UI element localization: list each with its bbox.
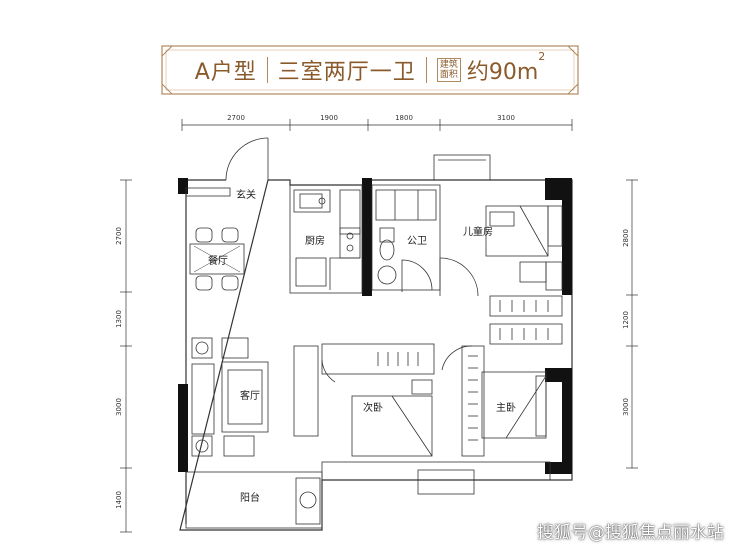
kitchen-area	[289, 184, 363, 294]
title-banner: A户型 三室两厅一卫 建筑 面积 约90m2	[160, 44, 580, 96]
room-label-living: 客厅	[240, 389, 260, 402]
area-value: 约90m2	[466, 50, 545, 86]
dim-top-2: 1900	[320, 114, 338, 122]
layout-type: 三室两厅一卫	[277, 60, 416, 85]
area-unit-superscript: 2	[538, 50, 546, 63]
exterior-walls	[179, 179, 573, 531]
room-label-child-room: 儿童房	[463, 225, 493, 238]
second-bedroom-furniture	[321, 343, 435, 457]
area-tag-line2: 面积	[439, 70, 458, 80]
dimension-lines	[120, 119, 638, 533]
room-label-kitchen: 厨房	[305, 234, 325, 247]
dim-left-2: 1300	[115, 310, 123, 328]
balcony-area	[185, 461, 551, 529]
room-label-dining: 餐厅	[208, 254, 228, 267]
dim-left-4: 1400	[115, 491, 123, 509]
entrance-door	[225, 137, 269, 181]
dim-left-3: 3000	[115, 398, 123, 416]
dim-right-1: 2800	[622, 229, 630, 247]
dining-table	[185, 187, 245, 291]
child-room-furniture	[433, 154, 563, 297]
dim-top-4: 3100	[497, 114, 515, 122]
room-label-master-bedroom: 主卧	[496, 401, 516, 414]
room-label-balcony: 阳台	[240, 491, 260, 504]
room-label-bathroom: 公卫	[407, 236, 427, 247]
dim-right-2: 1200	[622, 311, 630, 329]
banner-frame	[161, 45, 579, 95]
master-bedroom-furniture	[441, 345, 547, 457]
banner-divider	[425, 57, 427, 83]
dim-top-1: 2700	[227, 114, 245, 122]
wardrobe-corridor	[489, 295, 563, 345]
area-text: 约90m	[466, 60, 539, 85]
bathroom-area	[371, 184, 441, 292]
watermark: 搜狐号@搜狐焦点丽水站	[537, 523, 724, 543]
living-room-sofa	[191, 337, 319, 457]
banner-divider	[266, 57, 268, 83]
dim-top-3: 1800	[395, 114, 413, 122]
area-tag: 建筑 面积	[436, 58, 461, 82]
area-tag-line1: 建筑	[439, 60, 458, 70]
structural-columns	[178, 178, 572, 474]
unit-type: A户型	[194, 60, 257, 85]
room-label-second-bedroom: 次卧	[363, 401, 383, 414]
dim-left-1: 2700	[115, 227, 123, 245]
dim-right-3: 3000	[622, 398, 630, 416]
room-label-entrance: 玄关	[236, 188, 256, 201]
